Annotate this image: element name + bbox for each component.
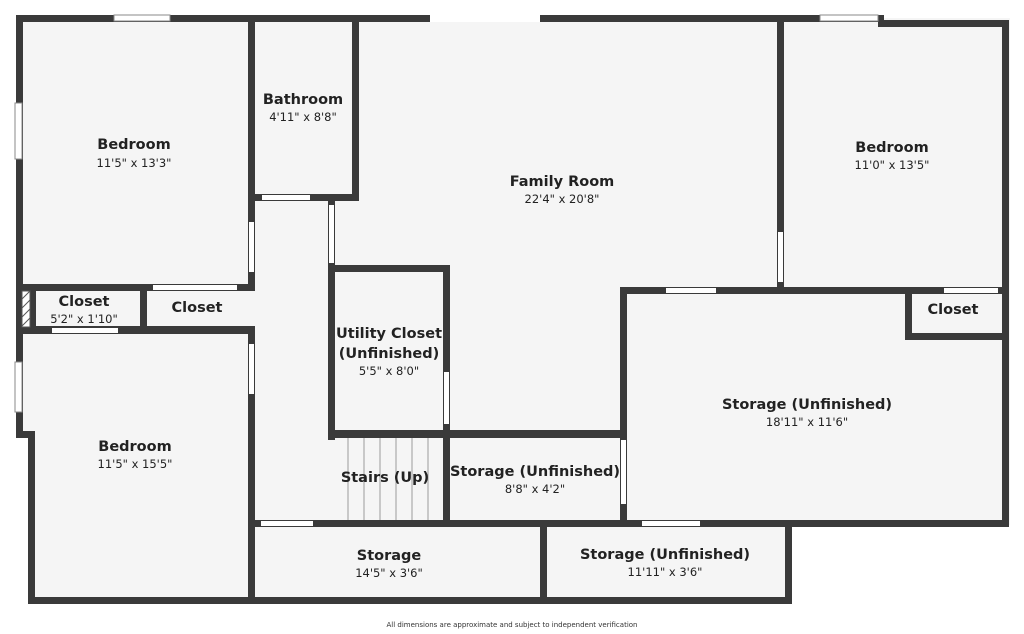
room-dims-storage-bottom-left: 14'5" x 3'6" xyxy=(355,566,423,580)
room-dims-utility-closet: 5'5" x 8'0" xyxy=(359,364,419,378)
room-label-storage-large: Storage (Unfinished) xyxy=(722,397,892,413)
room-dims-bathroom: 4'11" x 8'8" xyxy=(269,110,337,124)
room-label-bedroom-3: Bedroom xyxy=(855,140,928,156)
room-label-family-room: Family Room xyxy=(510,174,615,190)
room-dims-storage-bottom-right: 11'11" x 3'6" xyxy=(628,565,703,579)
room-label-storage-bottom-right: Storage (Unfinished) xyxy=(580,547,750,563)
room-label-closet-1: Closet xyxy=(59,294,110,310)
hatched-chase xyxy=(21,290,31,328)
room-dims-bedroom-1: 11'5" x 13'3" xyxy=(97,156,172,170)
room-label-closet-2: Closet xyxy=(172,300,223,316)
windows xyxy=(14,14,879,413)
room-label-bathroom: Bathroom xyxy=(263,92,343,108)
room-dims-family-room: 22'4" x 20'8" xyxy=(525,192,600,206)
room-label-bedroom-1: Bedroom xyxy=(97,137,170,153)
room-label-utility-closet: Utility Closet xyxy=(336,326,442,342)
room-label-storage-bottom-left: Storage xyxy=(357,548,422,564)
stairs-treads xyxy=(347,438,429,520)
room-label-bedroom-2: Bedroom xyxy=(98,439,171,455)
room-label-closet-3: Closet xyxy=(928,302,979,318)
disclaimer-note: All dimensions are approximate and subje… xyxy=(386,621,638,629)
room-dims-storage-mid: 8'8" x 4'2" xyxy=(505,482,565,496)
room-label-utility-closet-line2: (Unfinished) xyxy=(339,346,440,362)
room-dims-storage-large: 18'11" x 11'6" xyxy=(766,415,848,429)
room-label-storage-mid: Storage (Unfinished) xyxy=(450,464,620,480)
room-dims-bedroom-3: 11'0" x 13'5" xyxy=(855,158,930,172)
room-label-stairs: Stairs (Up) xyxy=(341,470,429,486)
room-dims-closet-1: 5'2" x 1'10" xyxy=(50,312,118,326)
room-dims-bedroom-2: 11'5" x 15'5" xyxy=(98,457,173,471)
door-openings xyxy=(52,15,998,526)
room-labels: Bedroom 11'5" x 13'3" Bathroom 4'11" x 8… xyxy=(50,92,978,580)
